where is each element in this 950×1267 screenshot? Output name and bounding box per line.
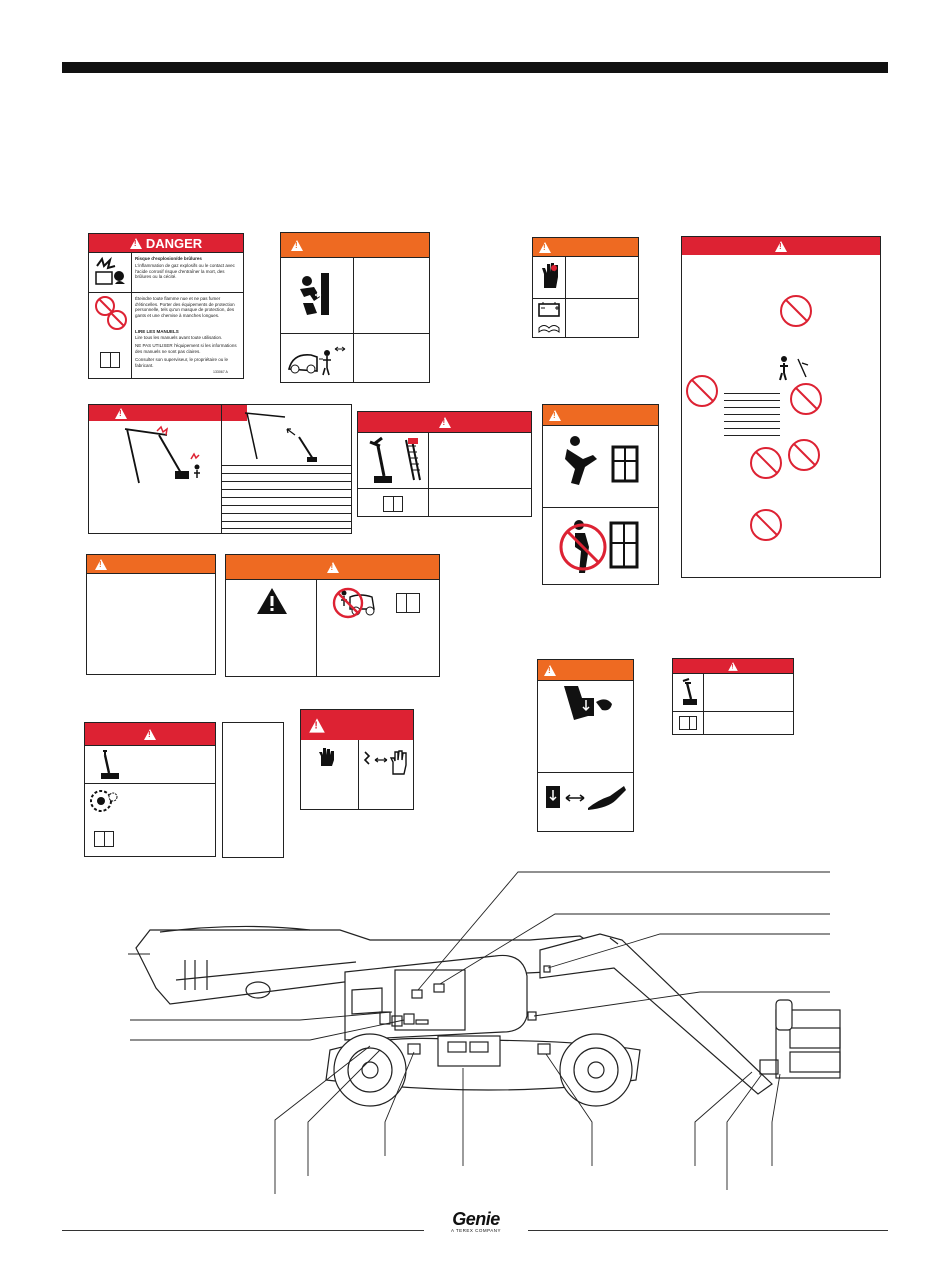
no-flame-icon [107,310,127,330]
danger-decal-explosion: DANGER Risque d'explosion/de brûlures L'… [88,233,244,379]
danger-header: DANGER [89,234,243,252]
manual-book-icon [94,831,114,847]
glove-hand-icon [542,263,558,288]
warning-decal-crush [280,232,430,383]
tipping-lift-icon [369,436,421,483]
top-rule [62,62,888,73]
danger-body2: Éteindre toute flamme nue et ne pas fume… [135,296,235,318]
boom-lift-icon [682,678,697,705]
danger-decal-hand [300,709,414,810]
falling-person-icon [565,436,639,485]
pinch-hand-icon [564,686,612,720]
warning-triangle-icon [544,664,556,676]
manual-book-icon [100,352,120,368]
warning-decal-text [86,554,216,675]
logo-brand: Genie [452,1209,500,1229]
worker-powerline-icon [779,356,809,381]
danger-read-body: Lire tous les manuels avant toute utilis… [135,335,223,340]
warning-decal-pinch [537,659,634,832]
no-climbing-icon [686,375,718,407]
warning-decal-general [225,554,440,677]
danger-body1: L'inflammation de gaz explosifs ou le co… [135,263,235,279]
keep-clear-icon [546,786,626,810]
warning-triangle-icon [309,717,325,733]
warning-triangle-icon [115,407,127,419]
warning-triangle-icon [95,558,107,570]
battery-manual-icon [538,302,560,334]
clearance-distance-icon [244,412,317,462]
footer-rule-left [62,1230,424,1231]
no-platform-overreach-icon [790,383,822,415]
warning-triangle-icon [549,409,561,421]
danger-read-title: LIRE LES MANUELS [135,329,179,334]
danger-decal-ground-control [84,722,216,857]
danger-code: 133067 A [213,370,228,374]
electrocution-boom-icon [124,425,200,484]
warning-triangle-icon [144,728,156,740]
no-overload-icon [750,509,782,541]
warning-triangle-icon [775,240,787,252]
no-smoking-icon [95,296,115,316]
danger-decal-tipover [357,411,532,517]
no-leaning-icon [559,520,639,573]
warning-triangle-icon [539,241,551,253]
warning-triangle-icon [728,661,738,671]
no-boom-contact-icon [780,295,812,327]
crush-hazard-icon [300,273,329,315]
danger-notuse: NE PAS UTILISER l'équipement si les info… [135,343,237,354]
machine-distance-icon [287,346,346,376]
footer-rule-right [528,1230,888,1231]
manual-book-icon [383,496,403,512]
genie-logo: Genie A TEREX COMPANY [444,1210,508,1233]
text-decal-vertical [222,722,284,858]
alert-triangle-icon [257,588,287,614]
warning-decal-battery [532,237,639,338]
logo-tagline: A TEREX COMPANY [450,1228,502,1233]
danger-decal-electrocution [681,236,881,578]
warning-triangle-icon [326,561,339,573]
no-tipping-icon [788,439,820,471]
danger-decal-platform [672,658,794,735]
warning-triangle-icon [438,416,451,428]
hand-hazard-icon [319,748,334,766]
no-unauthorized-operation-icon [332,587,375,619]
danger-decal-power-lines [88,404,352,534]
warning-triangle-icon [291,239,303,251]
danger-title: Risque d'explosion/de brûlures [135,256,202,261]
danger-consult: Consulter son superviseur, le propriétai… [135,357,229,368]
machine-decal-locations-diagram [128,871,841,1194]
warning-triangle-icon [129,237,142,249]
wheel-gear-icon [90,790,118,812]
no-slope-drive-icon [750,447,782,479]
warning-decal-fall [542,404,659,585]
manual-book-icon [679,716,697,730]
keep-distance-hand-icon [363,750,407,775]
manual-book-icon [396,593,420,613]
battery-explosion-icon [95,256,125,285]
boom-lift-icon [101,750,119,779]
